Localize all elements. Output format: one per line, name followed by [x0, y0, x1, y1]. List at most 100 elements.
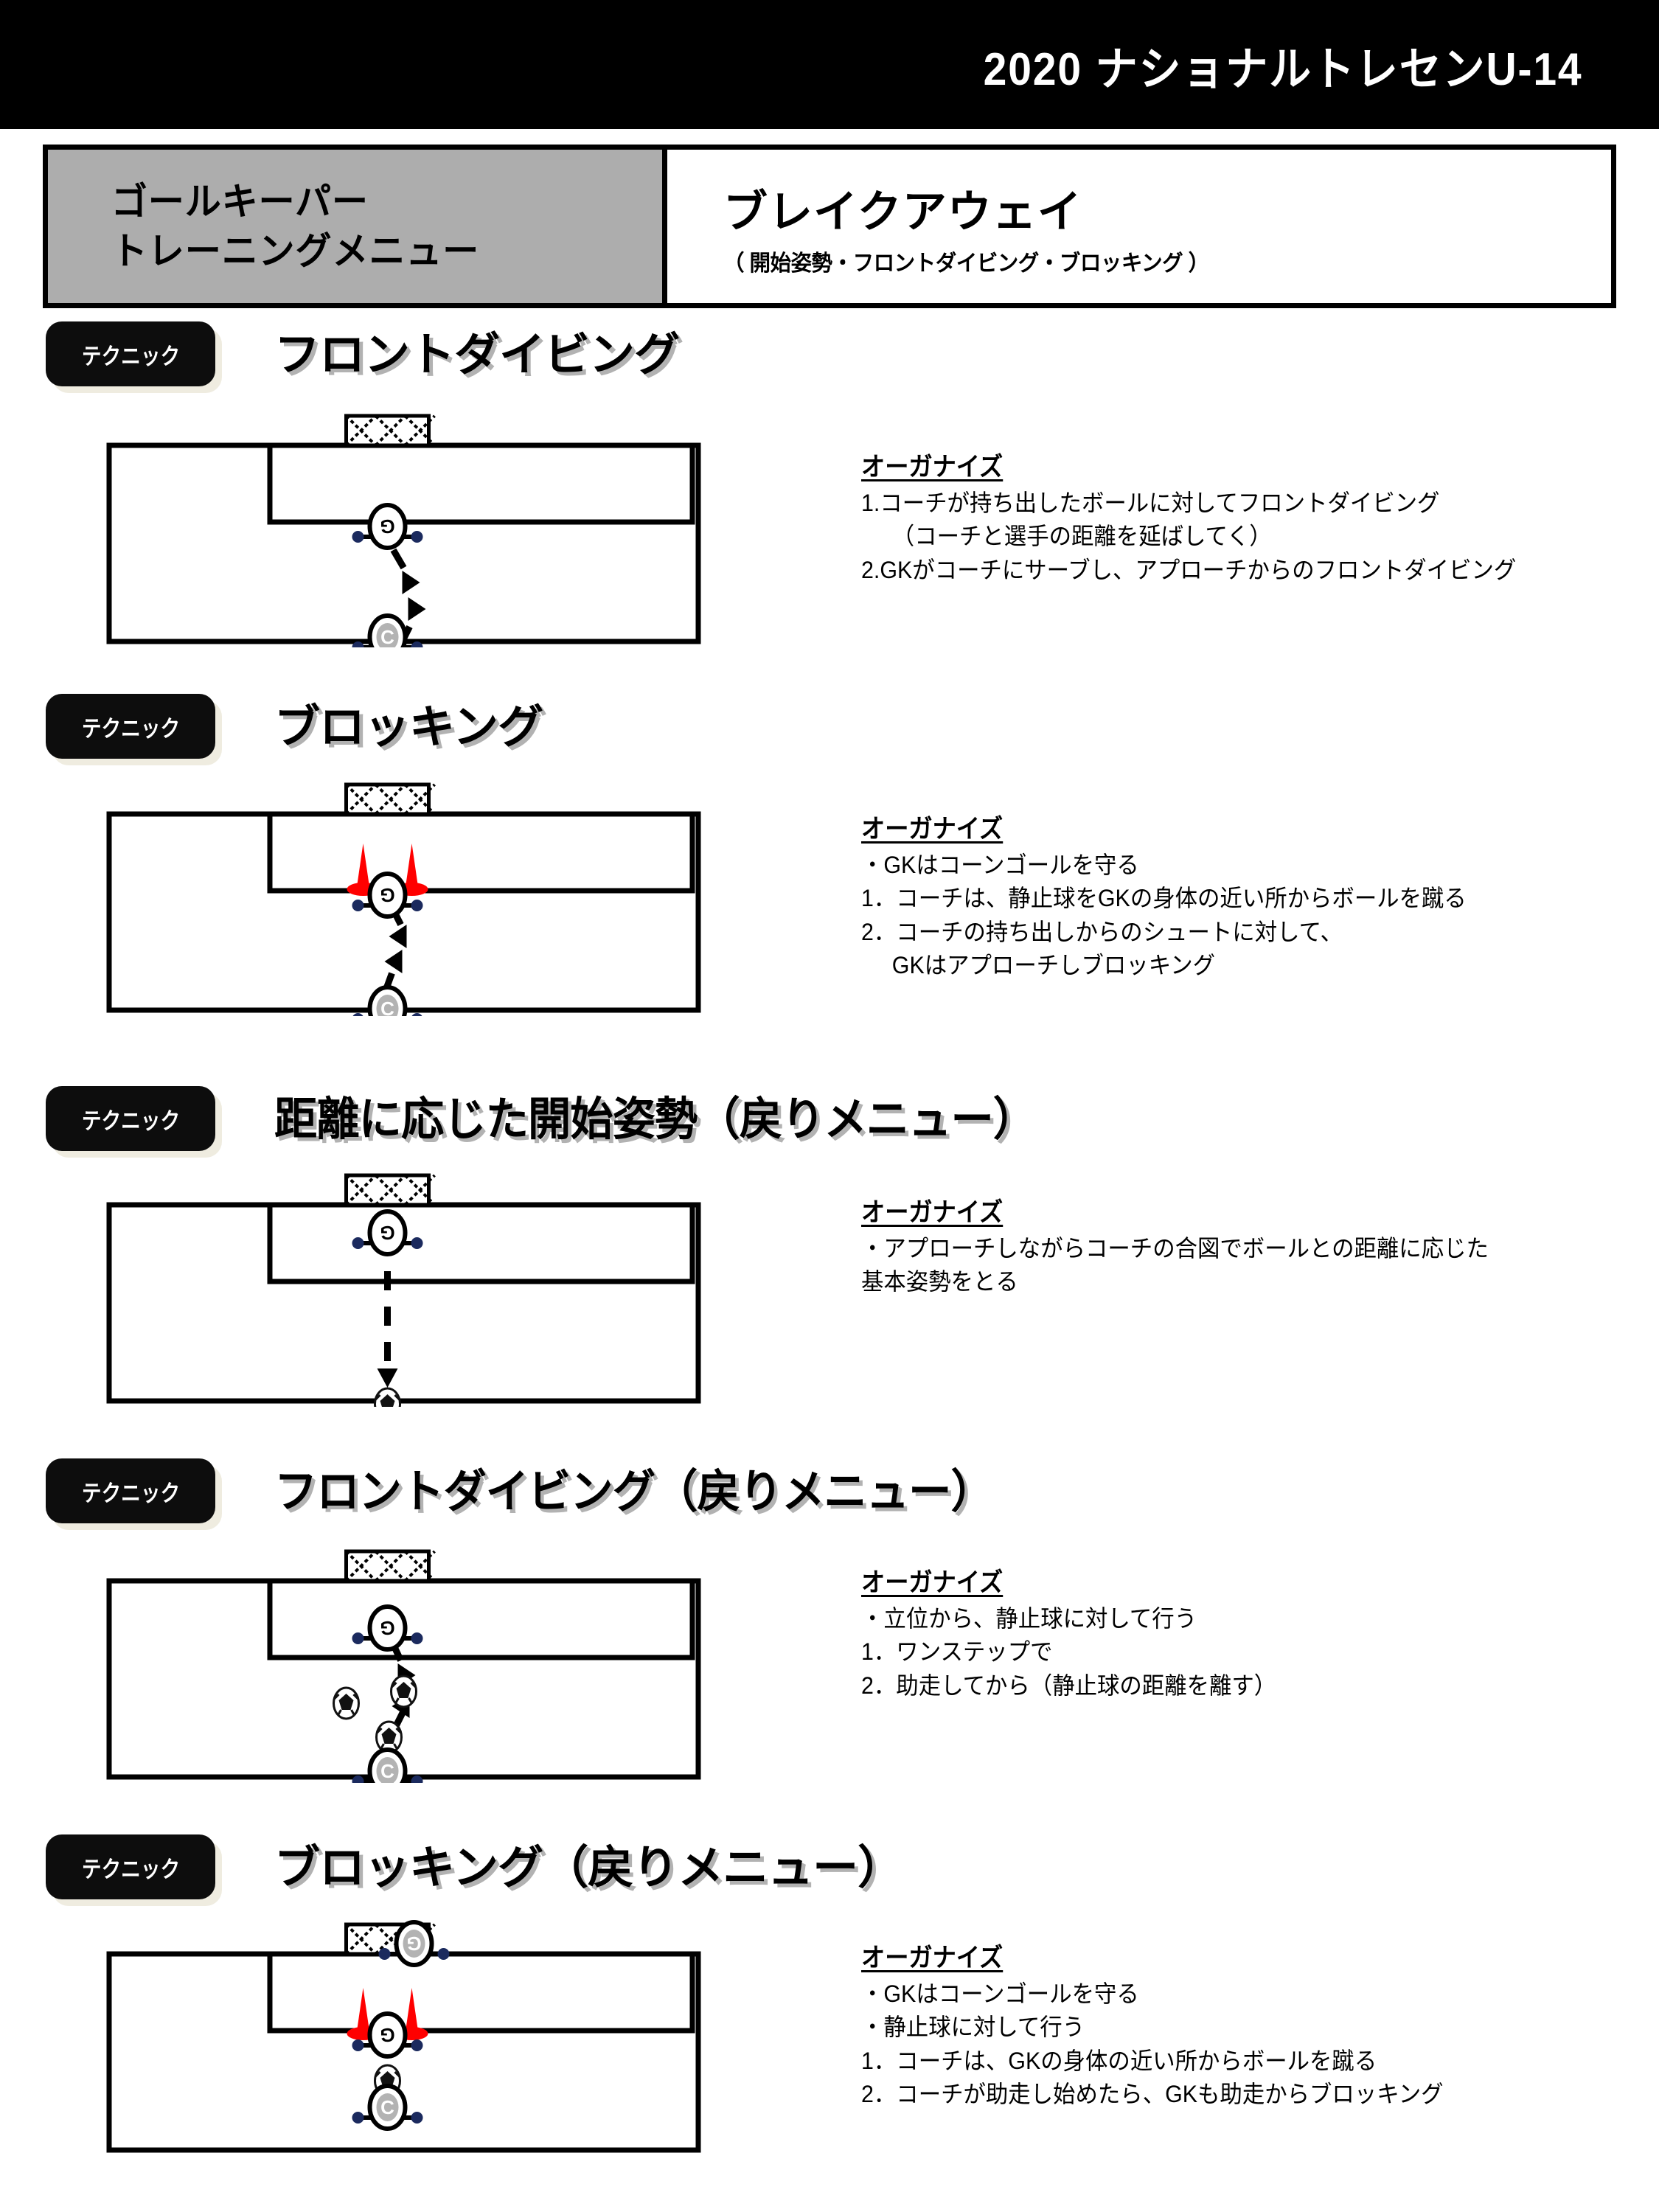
- penalty-area: [267, 1951, 695, 2034]
- organize-line: 1.コーチが持ち出したボールに対してフロントダイビング: [861, 490, 1440, 516]
- section-title-5: ブロッキング（戻りメニュー）: [274, 1843, 903, 1893]
- organize-line: 1．ワンステップで: [861, 1638, 1053, 1666]
- pitch-diagram-2: G C: [103, 773, 704, 1016]
- technique-badge-label: テクニック: [81, 1480, 180, 1506]
- title-box: ゴールキーパー トレーニングメニュー ブレイクアウェイ （ 開始姿勢・フロントダ…: [43, 145, 1616, 308]
- technique-badge-label: テクニック: [81, 343, 180, 369]
- svg-text:G: G: [380, 1617, 394, 1639]
- goal-net: [344, 1549, 436, 1583]
- header-title: 2020 ナショナルトレセンU-14: [984, 44, 1583, 95]
- ball-2: [333, 1686, 360, 1720]
- menu-category-line2: トレーニングメニュー: [111, 230, 480, 272]
- gk-marker: G: [352, 2011, 423, 2059]
- extra-keeper-marker: G: [378, 1920, 450, 1967]
- organize-block-1: オーガナイズ 1.コーチが持ち出したボールに対してフロントダイビング （コーチと…: [861, 446, 1551, 587]
- organize-line: 基本姿勢をとる: [861, 1268, 1018, 1295]
- goal-net: [344, 1173, 436, 1207]
- ball-1: [390, 1674, 417, 1708]
- training-section-4: テクニック フロントダイビング（戻りメニュー）: [0, 1458, 1659, 1528]
- organize-line: 1．コーチは、静止球をGKの身体の近い所からボールを蹴る: [861, 885, 1467, 912]
- training-section-3: テクニック 距離に応じた開始姿勢（戻りメニュー）: [0, 1086, 1659, 1156]
- coach-marker: C: [352, 613, 423, 647]
- svg-text:C: C: [380, 2096, 394, 2118]
- organize-block-5: オーガナイズ ・GKはコーンゴールを守る ・静止球に対して行う 1．コーチは、G…: [861, 1937, 1474, 2112]
- theme-title: ブレイクアウェイ: [723, 187, 1082, 237]
- penalty-area: [267, 442, 695, 525]
- technique-badge-2[interactable]: テクニック: [46, 694, 215, 759]
- organize-line: （コーチと選手の距離を延ばしてく）: [891, 523, 1272, 550]
- svg-text:C: C: [380, 998, 394, 1016]
- organize-heading-2: オーガナイズ: [861, 815, 1004, 844]
- technique-badge-label: テクニック: [81, 715, 180, 742]
- section-header-1: テクニック フロントダイビング: [0, 321, 1659, 392]
- svg-text:G: G: [380, 2024, 394, 2046]
- gk-marker: G: [352, 872, 423, 919]
- section-title-1: フロントダイビング: [274, 330, 680, 380]
- svg-text:G: G: [380, 884, 394, 906]
- page-header: 2020 ナショナルトレセンU-14: [0, 0, 1659, 129]
- penalty-area: [267, 1202, 695, 1284]
- section-title-3: 距離に応じた開始姿勢（戻りメニュー）: [274, 1094, 1036, 1145]
- section-header-5: テクニック ブロッキング（戻りメニュー）: [0, 1834, 1659, 1905]
- organize-line: 1．コーチは、GKの身体の近い所からボールを蹴る: [861, 2047, 1377, 2074]
- title-box-left: ゴールキーパー トレーニングメニュー: [48, 150, 667, 303]
- section-title-2: ブロッキング: [274, 702, 543, 753]
- technique-badge-5[interactable]: テクニック: [46, 1834, 215, 1899]
- organize-block-4: オーガナイズ ・立位から、静止球に対して行う 1．ワンステップで 2．助走してか…: [861, 1562, 1298, 1703]
- section-header-4: テクニック フロントダイビング（戻りメニュー）: [0, 1458, 1659, 1528]
- technique-badge-label: テクニック: [81, 1856, 180, 1882]
- menu-category-line1: ゴールキーパー: [111, 180, 369, 223]
- coach-marker: C: [352, 1747, 423, 1783]
- gk-marker: G: [352, 1604, 423, 1652]
- svg-text:C: C: [380, 626, 394, 647]
- coach-marker: C: [352, 985, 422, 1016]
- penalty-area: [267, 811, 695, 894]
- pitch-diagram-5: G G C: [103, 1913, 704, 2156]
- organize-line: ・GKはコーンゴールを守る: [861, 852, 1139, 878]
- svg-text:G: G: [406, 1933, 421, 1955]
- svg-text:G: G: [380, 515, 394, 538]
- organize-heading-4: オーガナイズ: [861, 1568, 1004, 1597]
- goal-net: [344, 782, 436, 816]
- pitch-diagram-3: G: [103, 1164, 704, 1407]
- ball-3: [375, 1720, 403, 1754]
- organize-heading-1: オーガナイズ: [861, 453, 1004, 481]
- organize-line: 2．コーチの持ち出しからのシュートに対して、: [861, 918, 1343, 945]
- organize-block-2: オーガナイズ ・GKはコーンゴールを守る 1．コーチは、静止球をGKの身体の近い…: [861, 808, 1498, 983]
- organize-heading-3: オーガナイズ: [861, 1198, 1004, 1227]
- training-section-5: テクニック ブロッキング（戻りメニュー）: [0, 1834, 1659, 1905]
- gk-marker: G: [352, 503, 423, 550]
- organize-line: GKはアプローチしブロッキング: [891, 952, 1216, 979]
- organize-block-3: オーガナイズ ・アプローチしながらコーチの合図でボールとの距離に応じた 基本姿勢…: [861, 1192, 1522, 1299]
- section-header-2: テクニック ブロッキング: [0, 694, 1659, 764]
- organize-line: 2.GKがコーチにサーブし、アプローチからのフロントダイビング: [861, 556, 1517, 583]
- svg-text:C: C: [380, 1760, 394, 1782]
- organize-line: 2．助走してから（静止球の距離を離す）: [861, 1672, 1277, 1699]
- organize-line: ・GKはコーンゴールを守る: [861, 1980, 1139, 2007]
- organize-line: ・静止球に対して行う: [861, 2014, 1085, 2041]
- pitch-diagram-1: G C: [103, 404, 704, 647]
- theme-subtitle: （ 開始姿勢・フロントダイビング・ブロッキング ）: [723, 251, 1209, 276]
- training-section-2: テクニック ブロッキング: [0, 694, 1659, 764]
- coach-marker: C: [352, 2084, 423, 2131]
- organize-heading-5: オーガナイズ: [861, 1944, 1004, 1972]
- organize-line: 2．コーチが助走し始めたら、GKも助走からブロッキング: [861, 2081, 1444, 2108]
- technique-badge-1[interactable]: テクニック: [46, 321, 215, 386]
- pitch-outline: [106, 442, 701, 644]
- technique-badge-4[interactable]: テクニック: [46, 1458, 215, 1523]
- ball: [374, 1387, 401, 1407]
- gk-marker: G: [352, 1209, 423, 1256]
- title-box-right: ブレイクアウェイ （ 開始姿勢・フロントダイビング・ブロッキング ）: [667, 150, 1611, 303]
- organize-line: ・立位から、静止球に対して行う: [861, 1605, 1197, 1632]
- section-title-4: フロントダイビング（戻りメニュー）: [274, 1467, 994, 1517]
- goal-net: [344, 414, 436, 448]
- technique-badge-3[interactable]: テクニック: [46, 1086, 215, 1151]
- svg-text:G: G: [380, 1222, 394, 1244]
- pitch-diagram-4: G C: [103, 1540, 704, 1783]
- organize-line: ・アプローチしながらコーチの合図でボールとの距離に応じた: [861, 1235, 1489, 1262]
- section-header-3: テクニック 距離に応じた開始姿勢（戻りメニュー）: [0, 1086, 1659, 1156]
- technique-badge-label: テクニック: [81, 1107, 180, 1134]
- training-section-1: テクニック フロントダイビング: [0, 321, 1659, 392]
- penalty-area: [267, 1578, 695, 1660]
- pitch-outline: [106, 811, 701, 1013]
